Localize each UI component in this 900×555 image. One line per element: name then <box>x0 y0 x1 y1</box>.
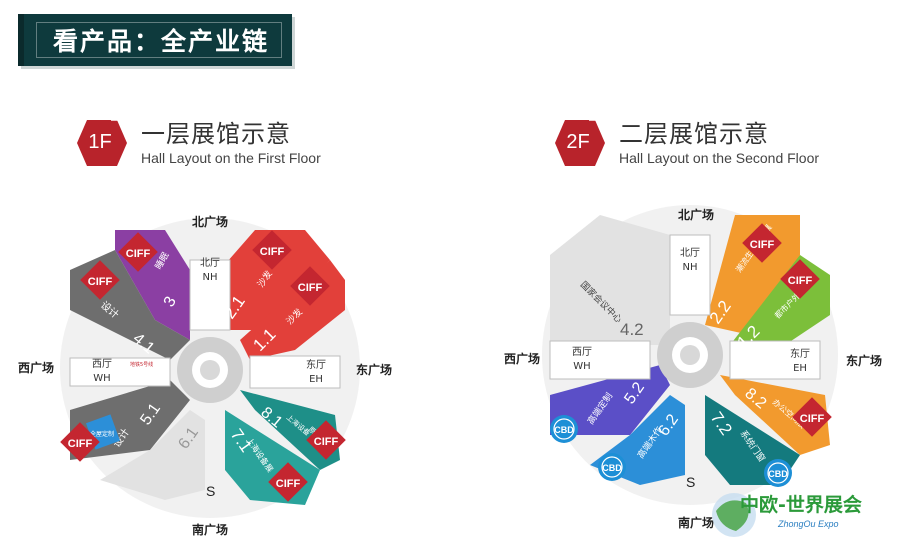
floor2-south-mark: S <box>686 474 695 490</box>
section-banner: 看产品：全产业链 <box>18 14 292 66</box>
floor1-hall-2-1[interactable] <box>220 230 330 330</box>
floor1-south-mark: S <box>206 483 215 499</box>
floor1-east-hall-en: EH <box>309 374 323 385</box>
floor1-west-hall[interactable] <box>69 357 171 387</box>
floor1-north-hall[interactable] <box>189 259 231 331</box>
floor2-hall-4-2[interactable] <box>550 215 670 345</box>
floor2-plaza-north: 北广场 <box>678 207 714 222</box>
floor1-badge: 1F <box>88 130 112 153</box>
watermark-globe-icon: 中欧-世界展会 ZhongOu Expo <box>712 493 862 537</box>
floor1-center-dot <box>200 360 220 380</box>
floor2-badge: 2F <box>566 130 590 153</box>
floor2-cbd-logo-5-2 <box>549 414 579 444</box>
floor2-center-dot <box>680 345 700 365</box>
banner-frame: 看产品：全产业链 <box>36 22 282 58</box>
floor2-plaza-west: 西广场 <box>504 351 540 366</box>
floor2-plaza-south: 南广场 <box>678 515 714 530</box>
floor2-title-en: Hall Layout on the Second Floor <box>619 150 820 166</box>
floor2-east-hall-en: EH <box>793 363 807 374</box>
floor2-badge-icon <box>555 119 606 166</box>
floor2-west-hall-cn: 西厅 <box>572 347 592 358</box>
floor1-hall-8-1[interactable] <box>240 390 340 470</box>
floor2-plaza-east: 东广场 <box>846 353 882 368</box>
floor1-metro-label: 地铁5号线 <box>130 361 153 368</box>
floor1-plaza-west: 西广场 <box>18 360 54 375</box>
banner-title: 看产品：全产业链 <box>53 27 270 56</box>
floor1-west-hall-en: WH <box>93 373 110 384</box>
floor1-west-hall-cn: 西厅 <box>92 359 112 370</box>
floor2-east-hall[interactable] <box>729 340 821 380</box>
floor1-badge-icon <box>77 119 128 166</box>
floor2-north-hall-cn: 北厅 <box>680 247 700 259</box>
watermark-sub: ZhongOu Expo <box>777 519 839 529</box>
floor2-north-hall[interactable] <box>669 234 711 316</box>
floor1-title-en: Hall Layout on the First Floor <box>141 150 321 166</box>
floor1-hall-5-1-sub: 全屋定制 <box>90 430 114 438</box>
floor1-hall-6-1[interactable] <box>100 410 205 500</box>
floor2-hall-8-2[interactable] <box>720 375 830 455</box>
floor1-header: 1F 一层展馆示意 Hall Layout on the First Floor <box>75 118 375 178</box>
floor2-header: 2F 二层展馆示意 Hall Layout on the Second Floo… <box>553 118 873 178</box>
floor2-west-hall[interactable] <box>549 340 651 380</box>
floor1-plaza-east: 东广场 <box>356 362 392 377</box>
floor1-plaza-north: 北广场 <box>192 214 228 229</box>
floor2-title-cn: 二层展馆示意 <box>619 120 769 148</box>
floor1-map: 北厅 NH 西厅 WH 地铁5号线 东厅 EH 3 睡眠 4.1 设计 2.1 … <box>18 214 392 537</box>
floor1-plaza-south: 南广场 <box>192 522 228 537</box>
floor2-west-hall-en: WH <box>573 361 590 372</box>
floor2-hall-4-2-num: 4.2 <box>620 320 644 339</box>
watermark: 中欧-世界展会 ZhongOu Expo <box>706 475 886 545</box>
floor2-north-hall-en: NH <box>683 262 698 273</box>
floor1-east-hall[interactable] <box>249 355 341 389</box>
floor2-map: 北厅 NH 西厅 WH 东厅 EH 4.2 国家会议中心 2.2 潮流生活美学展… <box>504 205 882 530</box>
floor2-cbd-logo-6-2 <box>597 452 627 482</box>
floor2-east-hall-cn: 东厅 <box>790 347 810 360</box>
floor1-north-hall-cn: 北厅 <box>200 257 220 269</box>
floor1-east-hall-cn: 东厅 <box>306 358 326 371</box>
floor1-title-cn: 一层展馆示意 <box>141 120 291 148</box>
floor1-north-hall-en: NH <box>203 272 218 283</box>
watermark-main: 中欧-世界展会 <box>740 493 862 516</box>
floor2-hall-5-2[interactable] <box>550 365 670 435</box>
